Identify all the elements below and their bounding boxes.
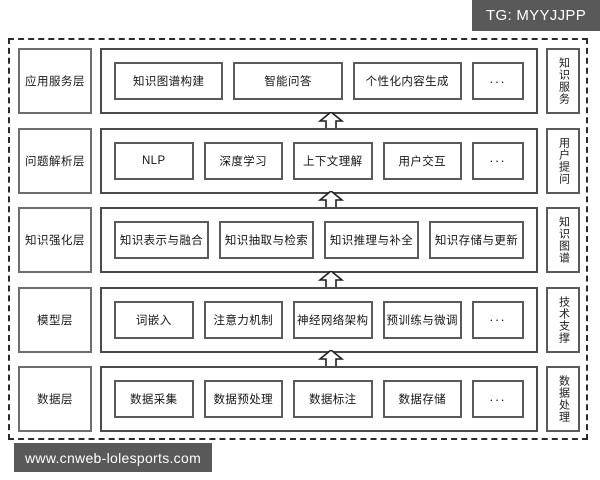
- arrow-up-icon: [318, 270, 344, 289]
- layer-label-knowledge-enhancement: 知识强化层: [18, 207, 92, 273]
- layer-item-more-model[interactable]: ...: [472, 300, 524, 339]
- layer-item-model-2[interactable]: 神经网络架构: [293, 300, 373, 339]
- layer-side-label-application-service: 知识服务: [546, 48, 580, 114]
- layer-item-knowledge-enhancement-3[interactable]: 知识存储与更新: [429, 221, 524, 259]
- layer-body-knowledge-enhancement: 知识表示与融合知识抽取与检索知识推理与补全知识存储与更新: [100, 207, 538, 273]
- layer-item-data-1[interactable]: 数据预处理: [203, 380, 283, 418]
- layer-item-application-service-2[interactable]: 个性化内容生成: [352, 62, 462, 100]
- layer-item-knowledge-enhancement-0[interactable]: 知识表示与融合: [114, 221, 209, 259]
- diagram-outer-frame: [8, 38, 588, 440]
- layer-side-label-data: 数据处理: [546, 366, 580, 432]
- layer-item-data-3[interactable]: 数据存储: [382, 380, 462, 418]
- layer-item-application-service-0[interactable]: 知识图谱构建: [114, 62, 224, 100]
- layer-item-model-1[interactable]: 注意力机制: [203, 300, 283, 339]
- layer-body-data: 数据采集数据预处理数据标注数据存储...: [100, 366, 538, 432]
- layer-item-more-application-service[interactable]: ...: [471, 62, 524, 100]
- layer-row-application-service: 应用服务层知识图谱构建智能问答个性化内容生成...知识服务: [18, 48, 580, 114]
- layer-item-knowledge-enhancement-1[interactable]: 知识抽取与检索: [219, 221, 314, 259]
- layer-item-question-parsing-2[interactable]: 上下文理解: [293, 141, 373, 180]
- layer-row-knowledge-enhancement: 知识强化层知识表示与融合知识抽取与检索知识推理与补全知识存储与更新知识图谱: [18, 207, 580, 273]
- arrow-up-icon: [318, 191, 344, 210]
- layer-item-data-0[interactable]: 数据采集: [114, 380, 194, 418]
- layer-side-label-knowledge-enhancement: 知识图谱: [546, 207, 580, 273]
- layer-item-knowledge-enhancement-2[interactable]: 知识推理与补全: [324, 221, 419, 259]
- telegram-watermark: TG: MYYJJPP: [472, 0, 600, 31]
- layer-body-application-service: 知识图谱构建智能问答个性化内容生成...: [100, 48, 538, 114]
- layer-body-model: 词嵌入注意力机制神经网络架构预训练与微调...: [100, 286, 538, 353]
- arrow-up-icon: [318, 111, 344, 130]
- layer-label-model: 模型层: [18, 286, 92, 353]
- layer-row-data: 数据层数据采集数据预处理数据标注数据存储...数据处理: [18, 366, 580, 432]
- layer-label-question-parsing: 问题解析层: [18, 127, 92, 194]
- layer-label-data: 数据层: [18, 366, 92, 432]
- site-url-watermark: www.cnweb-lolesports.com: [14, 443, 213, 472]
- layer-label-application-service: 应用服务层: [18, 48, 92, 114]
- layer-row-model: 模型层词嵌入注意力机制神经网络架构预训练与微调...技术支撑: [18, 286, 580, 353]
- layer-item-question-parsing-1[interactable]: 深度学习: [203, 141, 283, 180]
- layer-side-label-model: 技术支撑: [546, 286, 580, 353]
- arrow-up-icon: [318, 350, 344, 369]
- layer-item-question-parsing-0[interactable]: NLP: [114, 141, 194, 180]
- layer-item-more-question-parsing[interactable]: ...: [472, 141, 524, 180]
- layer-side-label-question-parsing: 用户提问: [546, 127, 580, 194]
- layer-item-application-service-1[interactable]: 智能问答: [233, 62, 343, 100]
- layer-item-model-3[interactable]: 预训练与微调: [382, 300, 462, 339]
- layer-item-model-0[interactable]: 词嵌入: [114, 300, 194, 339]
- layer-item-question-parsing-3[interactable]: 用户交互: [382, 141, 462, 180]
- layer-item-more-data[interactable]: ...: [472, 380, 524, 418]
- layer-item-data-2[interactable]: 数据标注: [293, 380, 373, 418]
